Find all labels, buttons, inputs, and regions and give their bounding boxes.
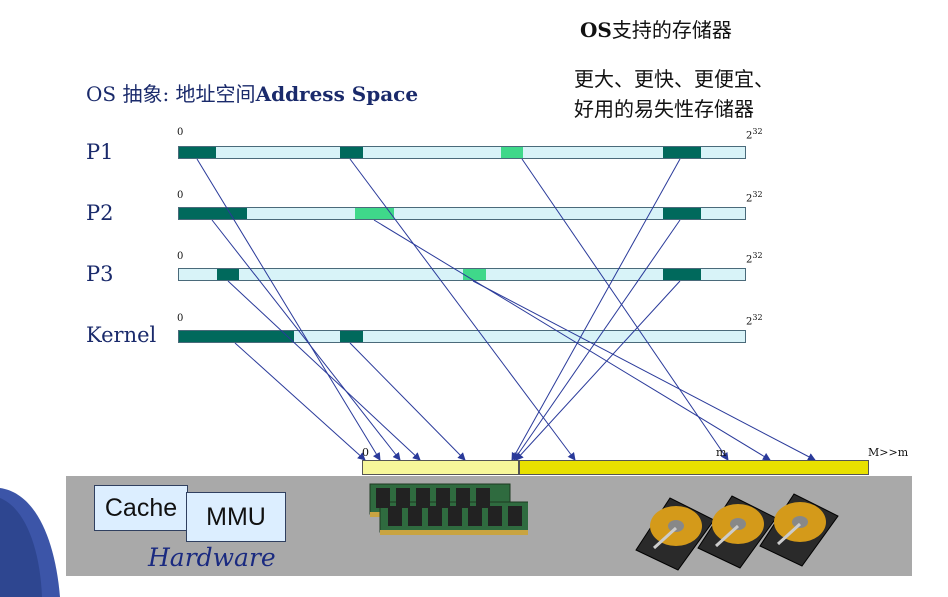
mapping-arrow xyxy=(515,280,681,461)
memory-goals-line2: 好用的易失性存储器 xyxy=(574,97,754,121)
kernel-segment xyxy=(179,331,294,342)
phys-end-label: M>>m xyxy=(868,446,909,459)
p2-address-space-bar xyxy=(178,207,746,220)
p2-segment xyxy=(355,208,394,219)
mapping-arrow xyxy=(513,219,681,461)
mapping-arrow xyxy=(196,158,381,461)
physical-memory-ram-bar xyxy=(362,460,519,475)
p3-segment xyxy=(663,269,701,280)
address-space-title: OS 抽象: 地址空间Address Space xyxy=(86,82,419,106)
mapping-arrow xyxy=(373,219,771,461)
p3-end-tick: 232 xyxy=(746,251,763,266)
p1-address-space-bar xyxy=(178,146,746,159)
mapping-arrow xyxy=(349,158,576,461)
p1-end-tick: 232 xyxy=(746,127,763,142)
hard-disk-icon xyxy=(635,497,715,571)
row-label-kernel: Kernel xyxy=(86,323,157,347)
presenter-silhouette xyxy=(0,488,60,597)
p1-segment xyxy=(179,147,216,158)
p3-start-tick: 0 xyxy=(177,251,184,262)
p2-start-tick: 0 xyxy=(177,190,184,201)
mapping-arrow xyxy=(234,342,366,461)
phys-start-label: 0 xyxy=(362,446,369,459)
p2-segment xyxy=(663,208,701,219)
mmu-box: MMU xyxy=(186,492,286,542)
hard-disk-icon xyxy=(697,495,777,569)
row-label-p1: P1 xyxy=(86,140,114,164)
mapping-arrow xyxy=(349,342,466,461)
memory-goals-line1: 更大、更快、更便宜、 xyxy=(574,67,774,91)
p3-address-space-bar xyxy=(178,268,746,281)
mapping-arrow xyxy=(521,158,729,461)
hard-disk-icons xyxy=(635,493,839,571)
p3-segment xyxy=(217,269,239,280)
phys-mid-label: m xyxy=(716,446,727,459)
p3-segment xyxy=(463,269,486,280)
memory-goals: 更大、更快、更便宜、 好用的易失性存储器 xyxy=(574,64,774,124)
kernel-segment xyxy=(340,331,363,342)
mapping-arrow xyxy=(227,280,421,461)
row-label-p3: P3 xyxy=(86,262,114,286)
kernel-start-tick: 0 xyxy=(177,313,184,324)
hard-disk-icon xyxy=(759,493,839,567)
os-support-title: OS支持的存储器 xyxy=(580,18,732,42)
kernel-end-tick: 232 xyxy=(746,313,763,328)
p2-segment xyxy=(179,208,247,219)
cache-box: Cache xyxy=(94,485,188,531)
mapping-arrow xyxy=(211,219,401,461)
hardware-label: Hardware xyxy=(148,543,276,572)
kernel-address-space-bar xyxy=(178,330,746,343)
p1-start-tick: 0 xyxy=(177,127,184,138)
row-label-p2: P2 xyxy=(86,201,114,225)
p2-end-tick: 232 xyxy=(746,190,763,205)
ram-modules-icon xyxy=(369,483,528,535)
p1-segment xyxy=(501,147,523,158)
p1-segment xyxy=(663,147,701,158)
physical-memory-disk-bar xyxy=(519,460,869,475)
mapping-arrow xyxy=(511,158,681,461)
mapping-arrow xyxy=(472,280,816,461)
p1-segment xyxy=(340,147,363,158)
